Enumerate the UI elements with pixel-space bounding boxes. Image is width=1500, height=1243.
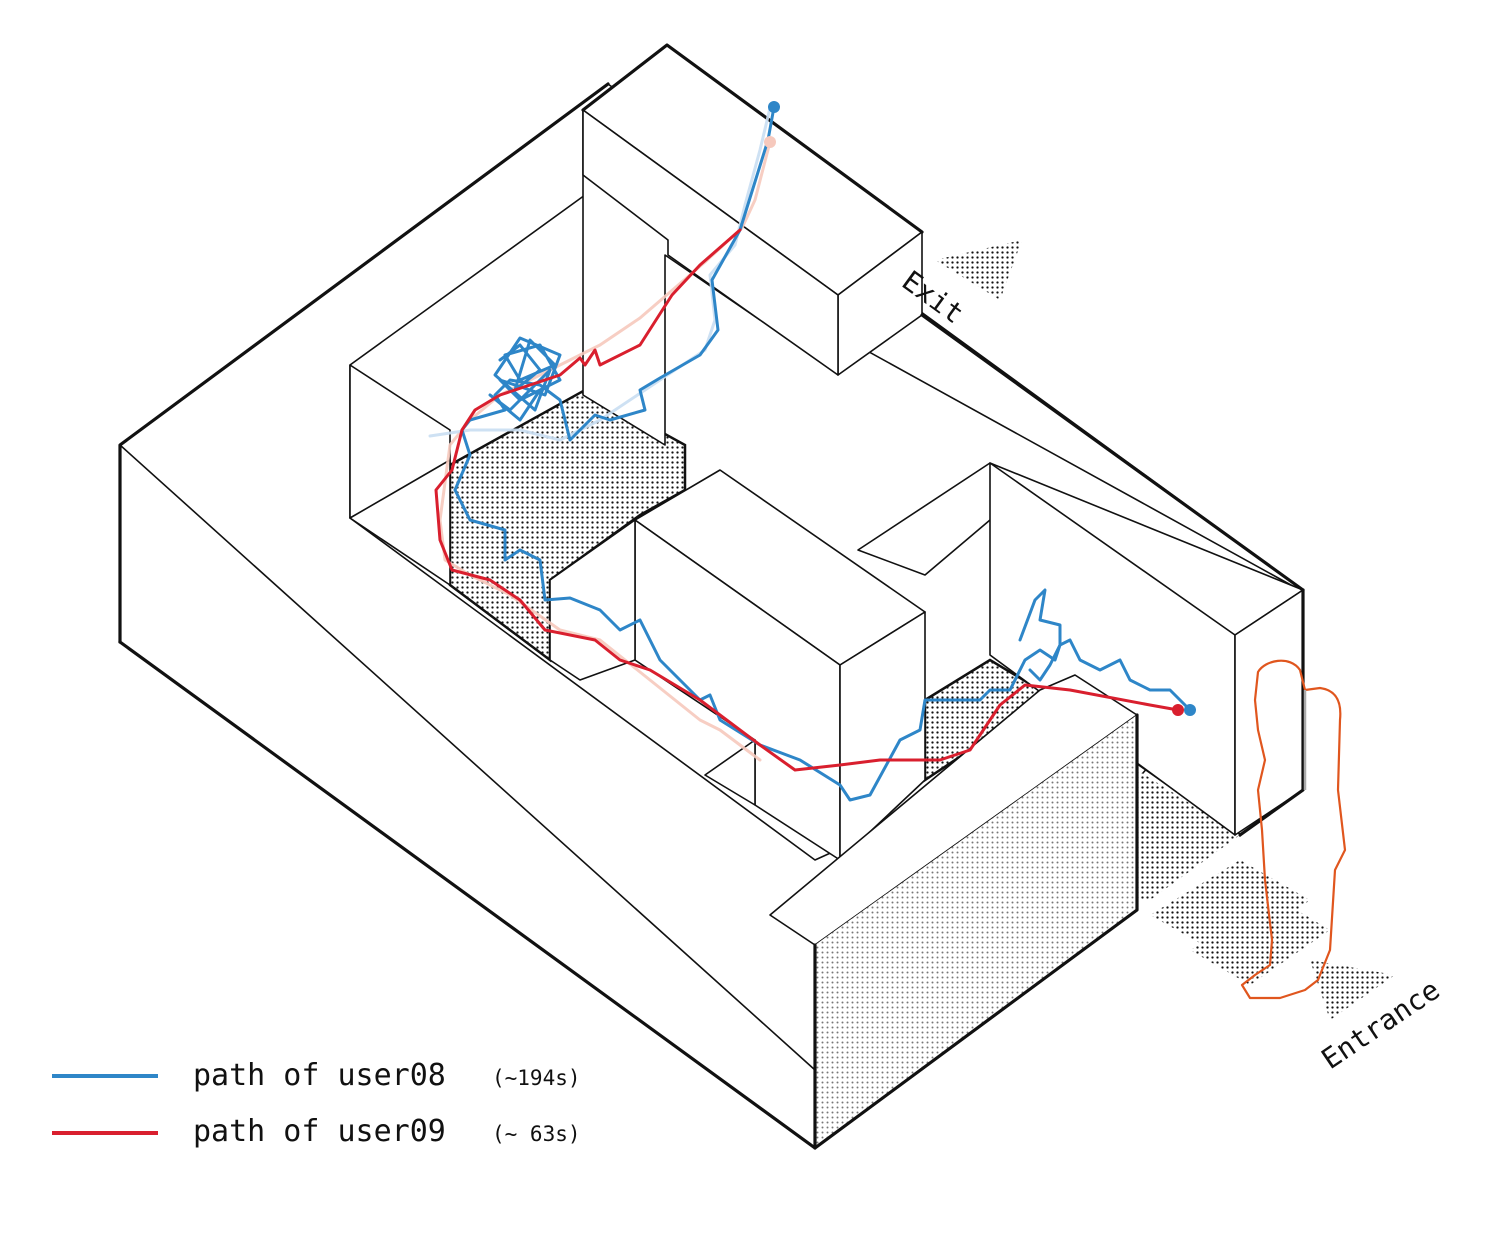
- exit-arrow-icon: [935, 240, 1022, 300]
- path-user08-loop-right: [1018, 588, 1062, 682]
- wall-front-shadowface: [815, 715, 1137, 1148]
- legend: path of user08 (~194s) path of user09 (~…: [52, 1058, 581, 1149]
- wall-center-step: [704, 739, 756, 806]
- user08-start-dot: [1184, 704, 1196, 716]
- wall-left-inner-face: [349, 459, 451, 586]
- wall-center-low: [549, 519, 636, 681]
- maze-walls: [349, 43, 1305, 1150]
- user-paths: [428, 101, 1196, 802]
- path-user08-cluster: [488, 336, 562, 422]
- path-user08: [453, 105, 1192, 802]
- legend-duration-user08: (~194s): [492, 1066, 581, 1090]
- wall-back-outline: [581, 43, 924, 234]
- user08-end-dot: [768, 101, 780, 113]
- user09-end-dot: [764, 136, 776, 148]
- shadow-entrance-2: [1190, 900, 1330, 985]
- base-bottom-edge: [118, 640, 817, 1150]
- person-silhouette-icon: [1240, 659, 1347, 1000]
- path-user09: [434, 228, 1180, 772]
- base-outline: [118, 82, 610, 644]
- dark-floor-patch-front: [1137, 770, 1240, 900]
- user09-start-dot: [1172, 704, 1184, 716]
- shadow-entrance: [1150, 860, 1310, 960]
- legend-duration-user09: (~ 63s): [492, 1122, 581, 1146]
- base-right-top-edge: [920, 313, 1305, 592]
- legend-label-user08: path of user08: [193, 1058, 446, 1093]
- legend-label-user09: path of user09: [193, 1114, 446, 1149]
- wall-front-outline: [813, 713, 1139, 1150]
- entrance-arrow-icon: [1310, 960, 1395, 1020]
